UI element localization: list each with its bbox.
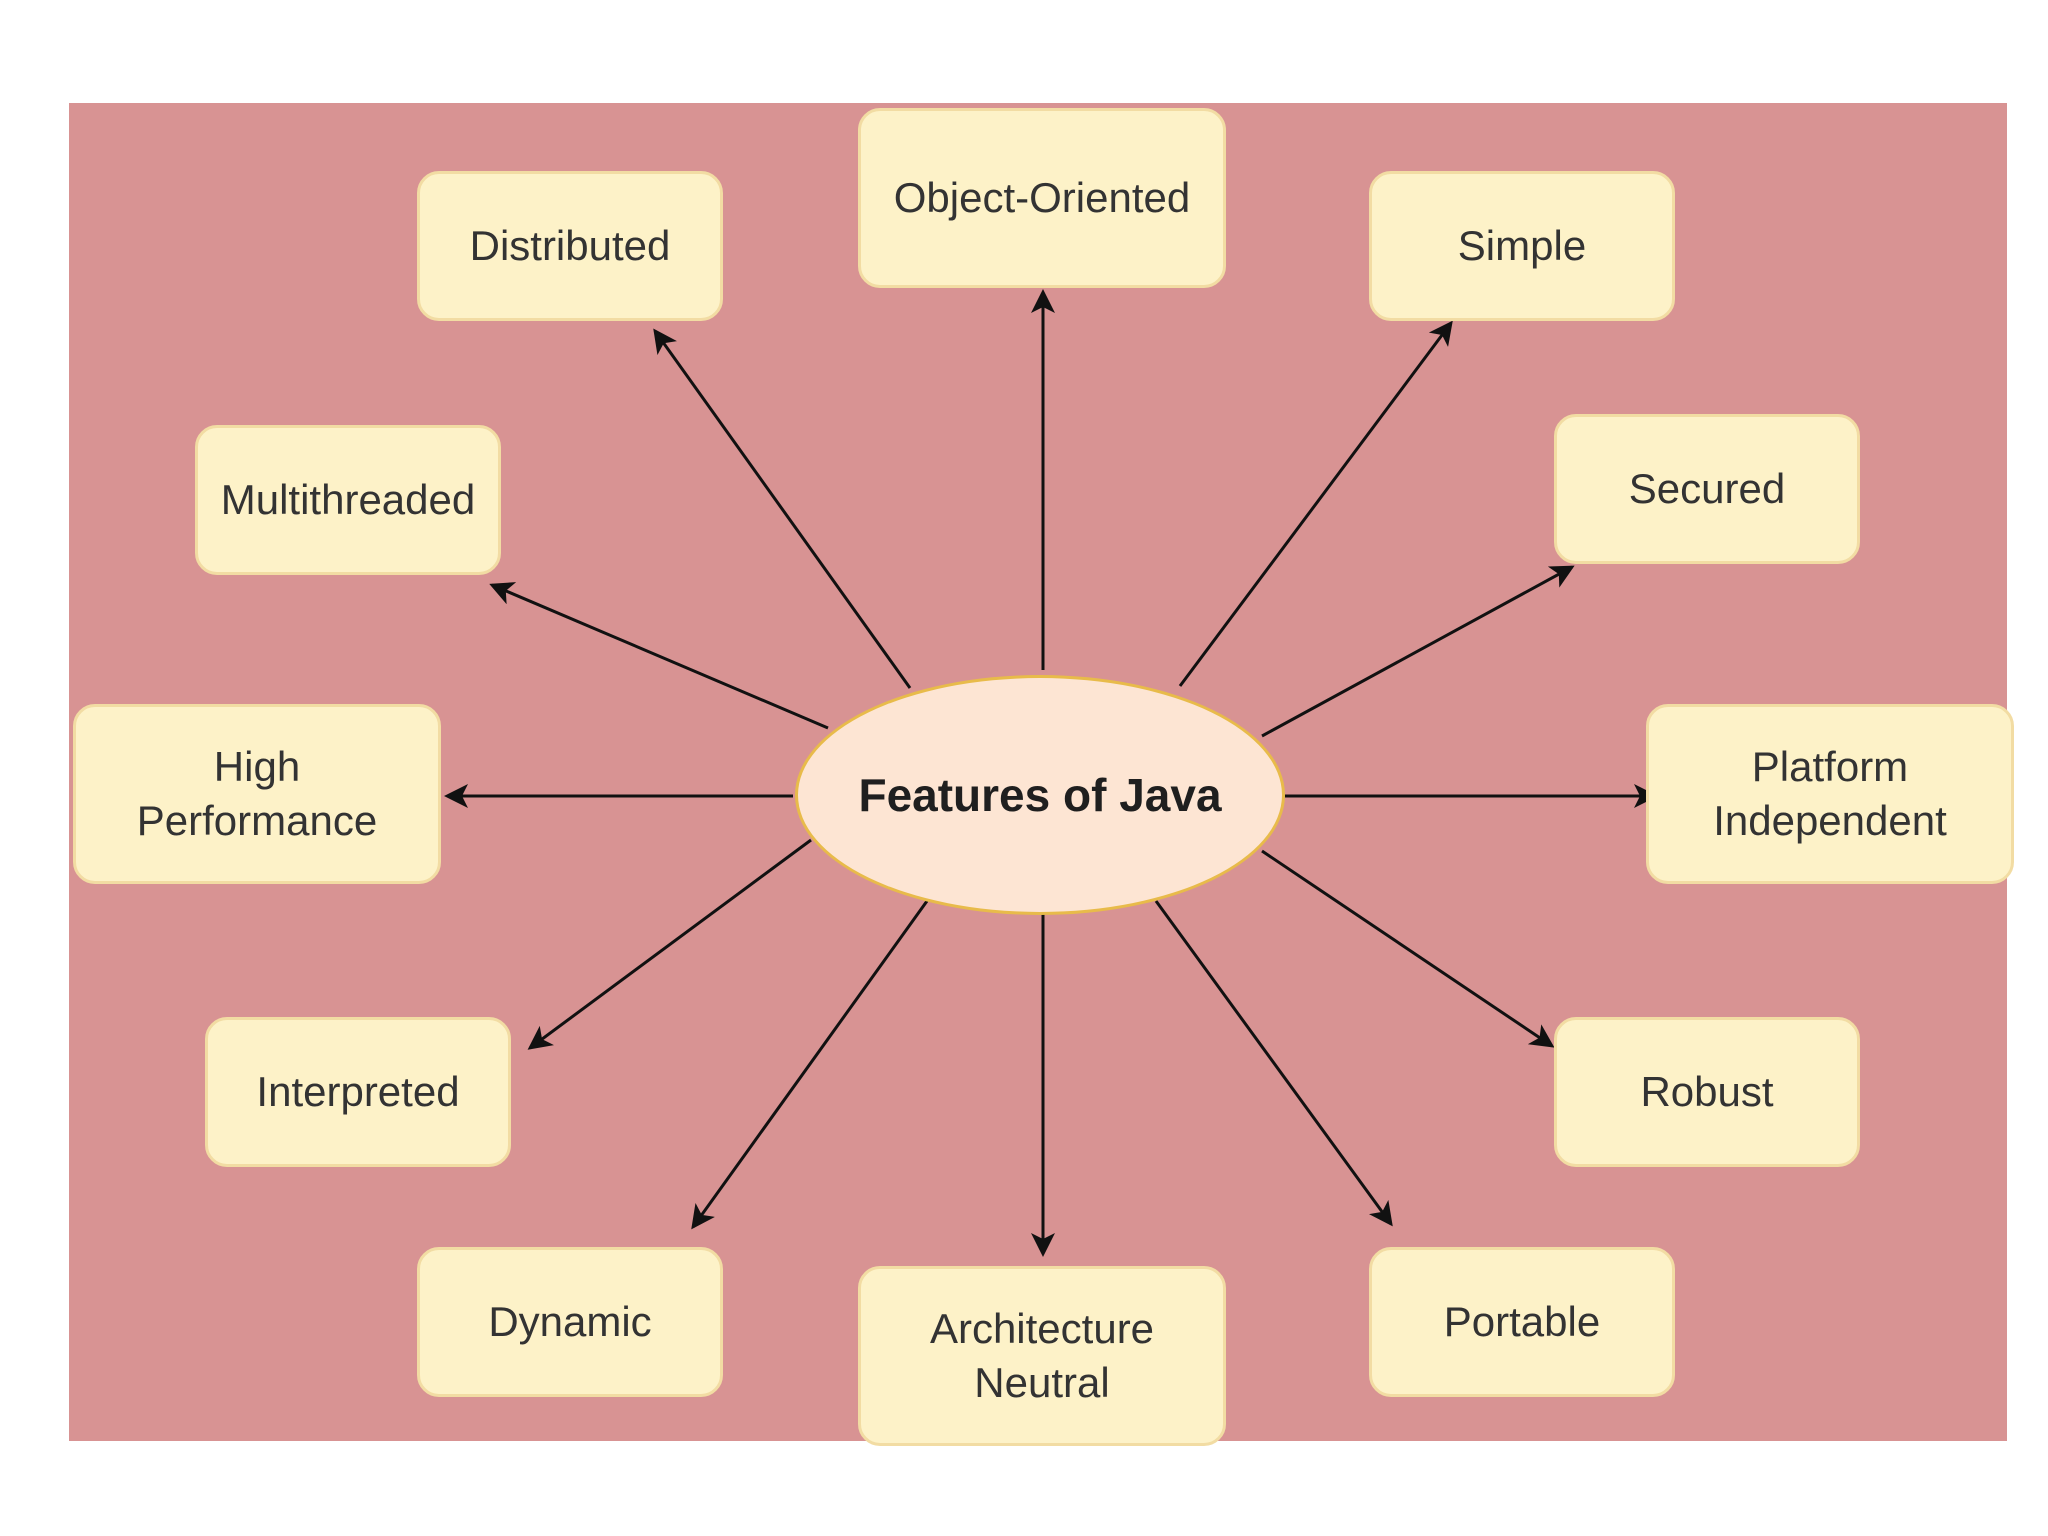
feature-label: Multithreaded: [220, 476, 476, 523]
feature-platform-independent: Platform Independent: [1646, 704, 2014, 884]
feature-label: Platform Independent: [1713, 743, 1947, 844]
feature-label: Distributed: [469, 222, 671, 269]
feature-label: Portable: [1443, 1298, 1601, 1345]
central-topic-label: Features of Java: [858, 769, 1222, 821]
arrow-dynamic: [691, 900, 929, 1230]
feature-simple: Simple: [1369, 171, 1675, 321]
arrow-distributed: [653, 328, 912, 689]
feature-label: Interpreted: [256, 1068, 460, 1115]
feature-label: High Performance: [136, 743, 378, 844]
feature-label: Architecture Neutral: [929, 1305, 1155, 1406]
feature-object-oriented: Object-Oriented: [858, 108, 1226, 288]
feature-portable: Portable: [1369, 1247, 1675, 1397]
feature-robust: Robust: [1554, 1017, 1860, 1167]
feature-secured: Secured: [1554, 414, 1860, 564]
arrow-portable: [1154, 900, 1393, 1227]
arrow-multithreaded: [489, 582, 829, 730]
arrow-robust: [1261, 849, 1555, 1048]
central-topic: Features of Java: [795, 675, 1285, 915]
feature-high-performance: High Performance: [73, 704, 441, 884]
feature-interpreted: Interpreted: [205, 1017, 511, 1167]
feature-label: Robust: [1640, 1068, 1774, 1115]
arrow-simple: [1178, 320, 1453, 687]
feature-label: Dynamic: [488, 1298, 652, 1345]
feature-label: Secured: [1628, 465, 1786, 512]
feature-architecture-neutral: Architecture Neutral: [858, 1266, 1226, 1446]
arrow-secured: [1261, 565, 1575, 738]
feature-multithreaded: Multithreaded: [195, 425, 501, 575]
arrow-interpreted: [527, 838, 812, 1050]
feature-dynamic: Dynamic: [417, 1247, 723, 1397]
feature-distributed: Distributed: [417, 171, 723, 321]
feature-label: Object-Oriented: [893, 174, 1191, 221]
feature-label: Simple: [1457, 222, 1587, 269]
